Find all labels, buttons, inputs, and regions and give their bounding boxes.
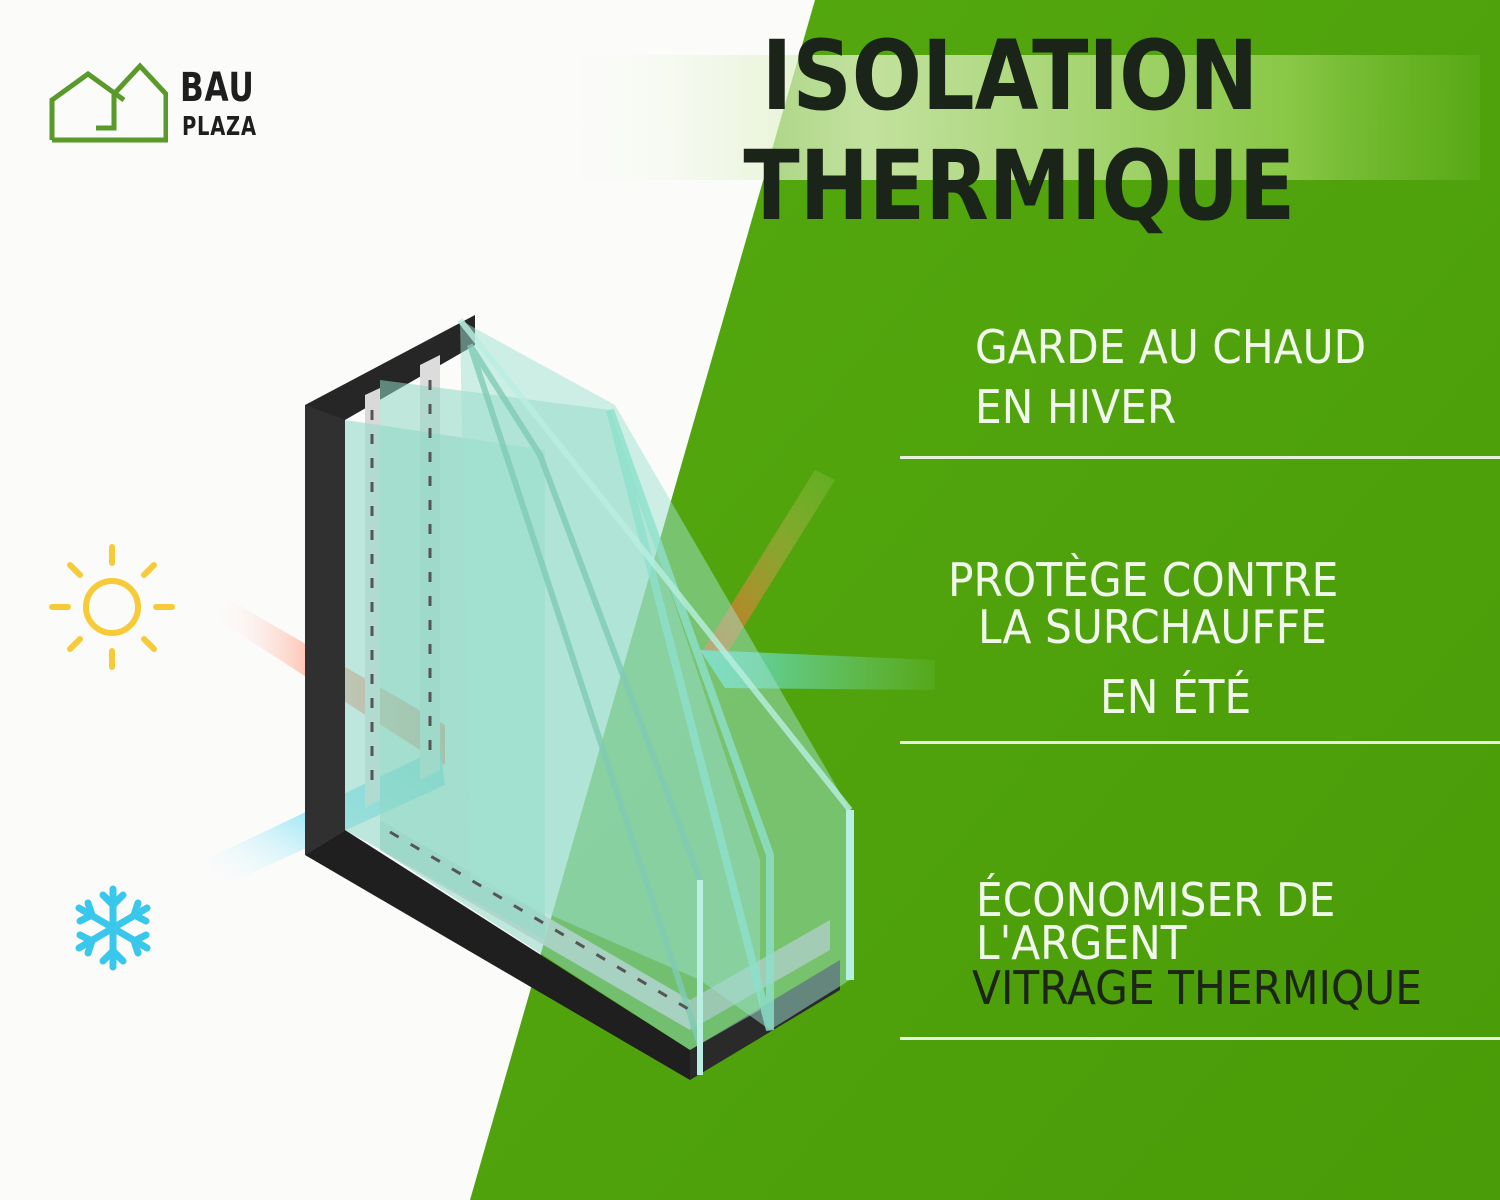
feature-savings-line2: L'ARGENT [976,916,1187,970]
snowflake-icon [75,885,151,971]
feature-overheat-line2: LA SURCHAUFFE [978,600,1327,654]
feature-warm-winter-line2: EN HIVER [975,380,1177,434]
feature-overheat-line1: PROTÈGE CONTRE [948,553,1339,607]
divider-1 [900,456,1500,459]
feature-savings-line1: ÉCONOMISER DE [976,873,1336,927]
feature-overheat-line3: EN ÉTÉ [1100,670,1252,724]
brand-name-line2: PLAZA [182,112,257,142]
brand-name-line1: BAU [180,65,255,111]
sun-icon [49,544,175,670]
divider-3 [900,1037,1500,1040]
page-title-line2: THERMIQUE [743,130,1296,242]
window-section-illustration [305,315,854,1080]
house-outline-icon [49,62,168,143]
title-banner [535,55,1480,180]
divider-2 [900,741,1500,744]
feature-warm-winter-line1: GARDE AU CHAUD [975,320,1367,374]
page-title-line1: ISOLATION [761,20,1259,132]
brand-logo: BAU PLAZA [48,60,288,150]
feature-savings-line3: VITRAGE THERMIQUE [972,961,1423,1015]
